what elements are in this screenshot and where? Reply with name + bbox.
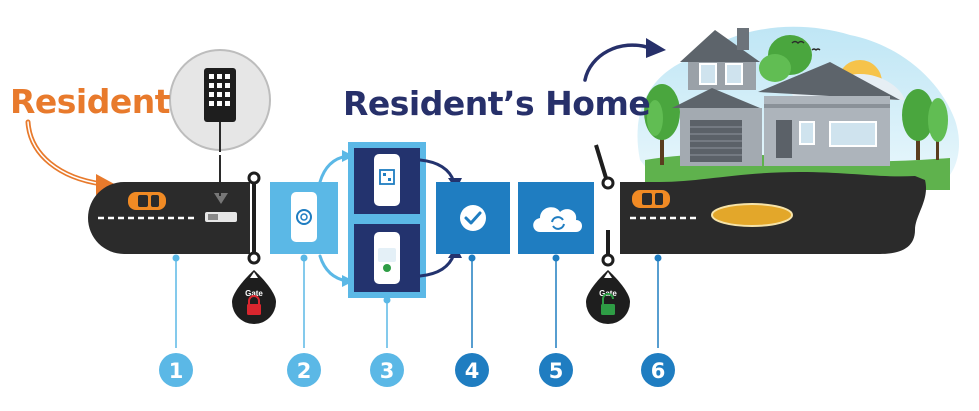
step-3-marker: 3 (370, 353, 404, 387)
step-6-marker: 6 (641, 353, 675, 387)
step-4-box (436, 182, 510, 254)
resident-arrow (25, 119, 118, 195)
step-4-number: 4 (465, 359, 480, 383)
lock-open-icon (601, 293, 615, 315)
phone-icon (291, 192, 317, 242)
home-arrow (583, 38, 666, 82)
lock-closed-icon (247, 295, 261, 315)
road-entry (88, 182, 250, 254)
gate-tag-locked: Gate (232, 270, 276, 324)
step-5-box (518, 182, 594, 254)
road-home (620, 172, 927, 254)
front-door (776, 120, 792, 158)
gate-1 (247, 171, 261, 265)
step-5-number: 5 (549, 359, 564, 383)
car-icon (632, 190, 670, 208)
step-3-number: 3 (380, 359, 395, 383)
step-2-number: 2 (297, 359, 312, 383)
qr-code-icon (379, 169, 395, 185)
step-1-marker: 1 (159, 353, 193, 387)
keypad-callout (169, 49, 271, 196)
car-icon (128, 192, 166, 210)
chimney (737, 28, 749, 50)
tree-icon (902, 89, 934, 141)
step-3-box (348, 142, 426, 298)
gate-tag-unlocked: Gate (586, 270, 630, 324)
resident-label: Resident (10, 82, 171, 121)
house-scene (637, 26, 960, 190)
step-connectors (172, 254, 662, 348)
step-2-box (270, 182, 338, 254)
step-1-number: 1 (169, 359, 184, 383)
cloud-sync-icon (533, 207, 582, 232)
step-6-number: 6 (651, 359, 666, 383)
bird-icon (791, 40, 805, 45)
driveway-pad (711, 203, 793, 227)
check-icon (460, 205, 486, 231)
gate-1-label: Gate (245, 289, 263, 298)
app-confirm-icon (383, 264, 391, 272)
resident-home-label: Resident’s Home (343, 84, 651, 123)
step-4-marker: 4 (455, 353, 489, 387)
nfc-icon (296, 209, 312, 225)
step-5-marker: 5 (539, 353, 573, 387)
step-numbers: 1 2 3 4 5 6 (159, 353, 675, 387)
phone-qr-icon (374, 154, 400, 206)
gate-2 (594, 144, 615, 267)
step-2-marker: 2 (287, 353, 321, 387)
